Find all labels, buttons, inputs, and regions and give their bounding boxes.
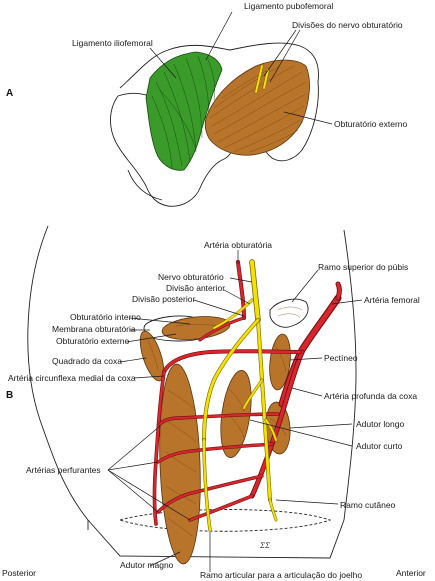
panel-b-letter: B (6, 390, 13, 401)
label-arteria-femoral: Artéria femoral (364, 295, 420, 305)
label-anterior: Anterior (396, 568, 426, 578)
label-adutor-magno: Adutor magno (120, 560, 174, 570)
label-divisao-anterior: Divisão anterior (166, 283, 225, 293)
quadratus-femoris (139, 330, 165, 382)
thigh-outline-right (343, 229, 357, 521)
panel-b-drawing (27, 225, 357, 565)
panel-b-leaders (107, 250, 363, 572)
label-ramo-superior-pubis: Ramo superior do púbis (318, 262, 408, 272)
label-divisao-posterior: Divisão posterior (132, 294, 195, 304)
posterior-division (202, 318, 260, 442)
thigh-outline-left (27, 225, 89, 521)
pubic-ramus (269, 298, 309, 328)
label-adutor-longo: Adutor longo (356, 419, 404, 429)
obturator-nerve (250, 260, 260, 322)
obturator-artery (236, 260, 246, 320)
label-quadrado-coxa: Quadrado da coxa (52, 356, 122, 366)
articular-branch (202, 438, 212, 532)
cutaneous-branch (269, 499, 277, 521)
label-arteria-obturatoria: Artéria obturatória (204, 240, 272, 250)
section-box (87, 519, 345, 559)
label-ligamento-pubofemoral: Ligamento pubofemoral (244, 1, 333, 11)
label-membrana-obturatoria: Membrana obturatória (52, 324, 136, 334)
obturator-externus-a (204, 59, 310, 156)
artist-signature: ΣΣ (259, 542, 270, 550)
arteries (152, 260, 342, 526)
perforating-artery-2 (156, 442, 274, 464)
label-obturatorio-externo-b: Obturatório externo (56, 336, 130, 346)
medial-circumflex-artery (162, 349, 302, 374)
label-ramo-cutaneo: Ramo cutâneo (340, 500, 396, 510)
panel-a-leaders (149, 11, 333, 125)
label-nervo-obturatorio: Nervo obturatório (158, 272, 224, 282)
label-divisoes-nervo: Divisões do nervo obturatório (292, 20, 403, 30)
label-pectineo: Pectíneo (324, 353, 358, 363)
label-ramo-articular: Ramo articular para a articulação do joe… (200, 570, 362, 580)
nerves (202, 259, 278, 532)
label-obturatorio-externo-a: Obturatório externo (334, 119, 408, 129)
label-adutor-curto: Adutor curto (356, 441, 403, 451)
obturator-externus-fibers (209, 65, 307, 153)
panel-a-letter: A (6, 88, 13, 99)
label-ligamento-iliofemoral: Ligamento iliofemoral (72, 38, 153, 48)
nerve-branch-a (255, 65, 263, 93)
label-circunflexa-medial: Artéria circunflexa medial da coxa (8, 373, 136, 383)
circumflex-descending (153, 370, 166, 526)
iliofemoral-fibers (151, 55, 215, 169)
hip-bone-outline (119, 42, 319, 162)
label-posterior: Posterior (2, 568, 36, 578)
label-obturatorio-interno: Obturatório interno (70, 312, 141, 322)
iliofemoral-ligament (145, 51, 223, 171)
label-profunda-coxa: Artéria profunda da coxa (324, 391, 417, 401)
anterior-division (256, 318, 272, 502)
panel-a-drawing (110, 42, 319, 207)
pectineus (269, 333, 291, 391)
femur-shaft-line (127, 169, 163, 201)
adductor-magnus (159, 363, 201, 565)
label-arterias-perfurantes: Artérias perfurantes (26, 465, 101, 475)
perforating-artery-4 (188, 494, 254, 522)
perforating-artery-1 (158, 412, 280, 426)
